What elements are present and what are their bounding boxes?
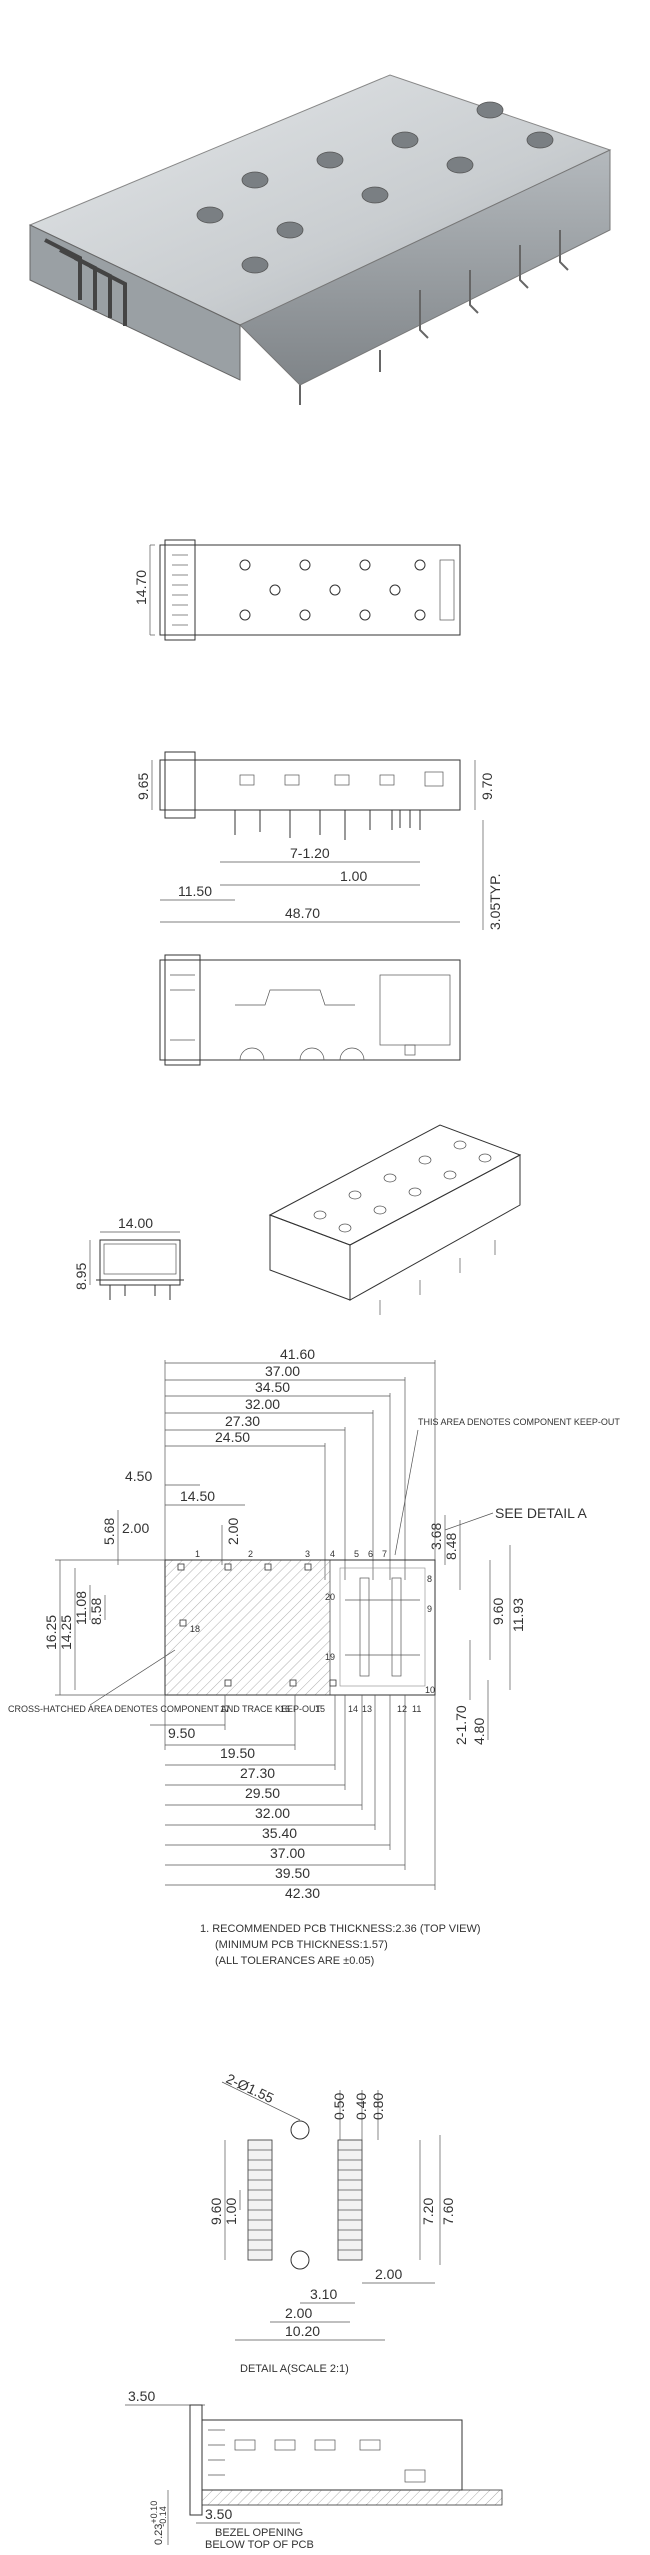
pin-label-9: 9 bbox=[427, 1604, 432, 1614]
pcb-note-1: 1. RECOMMENDED PCB THICKNESS:2.36 (TOP V… bbox=[200, 1923, 481, 1935]
hatched-area-callout: CROSS-HATCHED AREA DENOTES COMPONENT AND… bbox=[8, 1704, 322, 1714]
pcb-left-dim-1: 16.25 bbox=[43, 1615, 59, 1650]
pcb-left-dim-7: 2.00 bbox=[225, 1518, 241, 1545]
iso-drawing bbox=[268, 1124, 522, 1315]
pcb-bottom-dim-2: 19.50 bbox=[220, 1745, 255, 1761]
bezel-caption-line2: BELOW TOP OF PCB bbox=[205, 2539, 314, 2550]
pcb-right-dim-4: 11.93 bbox=[510, 1598, 526, 1632]
pcb-right-dim-3: 9.60 bbox=[490, 1598, 506, 1625]
side-view: 9.65 9.70 7-1.20 1.00 11.50 48.70 3.05TY… bbox=[135, 751, 503, 930]
pcb-bottom-dim-6: 35.40 bbox=[262, 1825, 297, 1841]
pcb-left-dim-5: 5.68 bbox=[101, 1518, 117, 1545]
detail-dim-960: 9.60 bbox=[208, 2198, 224, 2225]
pcb-left-dim-4: 8.58 bbox=[88, 1598, 104, 1625]
pin-label-12: 12 bbox=[397, 1704, 407, 1714]
pin-label-15: 15 bbox=[315, 1704, 325, 1714]
pcb-bottom-dim-4: 29.50 bbox=[245, 1785, 280, 1801]
bezel-tol-minus: -0.14 bbox=[158, 2506, 168, 2527]
front-height-dim: 8.95 bbox=[73, 1263, 89, 1290]
bezel-tolerance-value: 0.23 bbox=[153, 2524, 165, 2545]
length-dim: 48.70 bbox=[285, 905, 320, 921]
pcb-right-dim-6: 4.80 bbox=[471, 1718, 487, 1745]
pin-label-8: 8 bbox=[427, 1574, 432, 1584]
pcb-left-dim-6: 2.00 bbox=[122, 1520, 149, 1536]
bezel-tol-plus: +0.10 bbox=[149, 2501, 159, 2524]
see-detail-callout: SEE DETAIL A bbox=[495, 1505, 587, 1521]
pcb-bottom-dim-7: 37.00 bbox=[270, 1845, 305, 1861]
pin-label-4: 4 bbox=[330, 1549, 335, 1559]
detail-dim-100: 1.00 bbox=[223, 2198, 239, 2225]
pin-label-18: 18 bbox=[190, 1624, 200, 1634]
pin-label-10: 10 bbox=[425, 1685, 435, 1695]
pcb-top-dim-6: 24.50 bbox=[215, 1429, 250, 1445]
top-view-height-dim: 14.70 bbox=[133, 570, 149, 605]
pin-label-3: 3 bbox=[305, 1549, 310, 1559]
pcb-top-dim-7: 14.50 bbox=[180, 1488, 215, 1504]
component-keepout-callout: THIS AREA DENOTES COMPONENT KEEP-OUT bbox=[418, 1417, 620, 1427]
detail-a: 2-Ø1.55 bbox=[208, 2070, 456, 2375]
detail-dim-040: 0.40 bbox=[353, 2093, 369, 2120]
pcb-note-3: (ALL TOLERANCES ARE ±0.05) bbox=[215, 1955, 374, 1967]
side-left-height-dim: 9.65 bbox=[135, 773, 151, 800]
detail-dim-200-right: 2.00 bbox=[375, 2266, 402, 2282]
detail-dim-050: 0.50 bbox=[331, 2093, 347, 2120]
detail-dim-720: 7.20 bbox=[420, 2198, 436, 2225]
pin-length-dim: 3.05TYP. bbox=[487, 873, 503, 930]
detail-dim-1020: 10.20 bbox=[285, 2323, 320, 2339]
detail-dim-080: 0.80 bbox=[370, 2093, 386, 2120]
bezel-view: 3.50 3.50 BEZEL OPENING BELOW TOP OF PCB… bbox=[125, 2388, 503, 2551]
front-view: 14.00 8.95 bbox=[73, 1215, 184, 1300]
pcb-bottom-dim-8: 39.50 bbox=[275, 1865, 310, 1881]
pin-label-1: 1 bbox=[195, 1549, 200, 1559]
pcb-top-dim-2: 37.00 bbox=[265, 1363, 300, 1379]
pin-label-20: 20 bbox=[325, 1592, 335, 1602]
bezel-bottom-dim: 3.50 bbox=[205, 2506, 232, 2522]
pcb-right-dim-5: 2-1.70 bbox=[453, 1705, 469, 1745]
pin-label-11: 11 bbox=[412, 1704, 421, 1714]
pcb-bottom-dim-5: 32.00 bbox=[255, 1805, 290, 1821]
pin-gap-dim: 1.00 bbox=[340, 868, 367, 884]
pcb-bottom-dim-9: 42.30 bbox=[285, 1885, 320, 1901]
pcb-left-dim-2: 14.25 bbox=[58, 1615, 74, 1650]
pcb-bottom-dim-1: 9.50 bbox=[168, 1725, 195, 1741]
pcb-left-dim-3: 11.08 bbox=[73, 1591, 89, 1625]
detail-dim-310: 3.10 bbox=[310, 2286, 337, 2302]
pin-label-13: 13 bbox=[362, 1704, 372, 1714]
bottom-view bbox=[159, 954, 461, 1066]
pin-label-19: 19 bbox=[325, 1652, 335, 1662]
pcb-top-dim-8: 4.50 bbox=[125, 1468, 152, 1484]
detail-dim-200-bottom: 2.00 bbox=[285, 2305, 312, 2321]
detail-dim-760: 7.60 bbox=[440, 2198, 456, 2225]
bezel-tolerance: 0.23+0.10-0.14 bbox=[149, 2501, 168, 2545]
pin-label-14: 14 bbox=[348, 1704, 358, 1714]
side-right-height-dim: 9.70 bbox=[479, 773, 495, 800]
pin-label-6: 6 bbox=[368, 1549, 373, 1559]
bezel-caption-line1: BEZEL OPENING bbox=[215, 2527, 303, 2539]
pin-label-5: 5 bbox=[354, 1549, 359, 1559]
front-width-dim: 14.00 bbox=[118, 1215, 153, 1231]
product-photo bbox=[28, 74, 612, 405]
top-view: 14.70 bbox=[133, 539, 461, 641]
pcb-layout: 41.60 37.00 34.50 32.00 27.30 24.50 14.5… bbox=[8, 1346, 620, 1967]
pcb-bottom-dim-3: 27.30 bbox=[240, 1765, 275, 1781]
pcb-top-dim-1: 41.60 bbox=[280, 1346, 315, 1362]
detail-hole-label: 2-Ø1.55 bbox=[224, 2070, 277, 2106]
pcb-right-dim-2: 8.48 bbox=[443, 1533, 459, 1560]
pitch-dim: 7-1.20 bbox=[290, 845, 330, 861]
front-offset-dim: 11.50 bbox=[178, 883, 212, 899]
detail-a-caption: DETAIL A(SCALE 2:1) bbox=[240, 2363, 349, 2375]
pin-label-7: 7 bbox=[382, 1549, 387, 1559]
bezel-top-dim: 3.50 bbox=[128, 2388, 155, 2404]
pin-label-2: 2 bbox=[248, 1549, 253, 1559]
pcb-top-dim-4: 32.00 bbox=[245, 1396, 280, 1412]
pin-label-16: 16 bbox=[280, 1704, 290, 1714]
pcb-right-dim-1: 3.68 bbox=[428, 1523, 444, 1550]
pcb-top-dim-5: 27.30 bbox=[225, 1413, 260, 1429]
pcb-note-2: (MINIMUM PCB THICKNESS:1.57) bbox=[215, 1939, 388, 1951]
pcb-top-dim-3: 34.50 bbox=[255, 1379, 290, 1395]
